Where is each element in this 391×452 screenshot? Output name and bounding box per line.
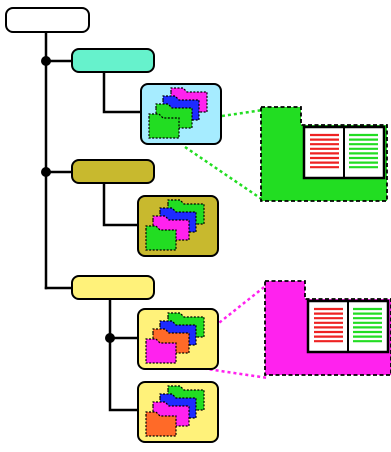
connector-magenta-top	[209, 283, 269, 331]
book-icon	[302, 125, 386, 180]
node-olive[interactable]	[71, 159, 155, 184]
thumbnail-yellow-2[interactable]	[137, 381, 219, 443]
junction-dot	[41, 167, 51, 177]
connector-green-top	[221, 108, 264, 118]
connector-green-bottom	[184, 145, 264, 202]
junction-dot	[105, 333, 115, 343]
thumbnail-teal[interactable]	[140, 83, 222, 145]
expanded-folder-green	[260, 106, 388, 202]
node-yellow[interactable]	[71, 275, 155, 300]
leaf-line-yellow	[108, 297, 140, 412]
node-teal[interactable]	[71, 48, 155, 73]
folder-front	[145, 338, 177, 364]
folder-front	[145, 411, 177, 437]
tree-lines	[44, 29, 142, 412]
book-icon	[306, 299, 390, 354]
node-root[interactable]	[5, 7, 90, 33]
folder-front	[148, 113, 180, 139]
thumbnail-yellow-1[interactable]	[137, 308, 219, 370]
folder-stack-icon	[145, 199, 205, 251]
folder-front	[145, 225, 177, 251]
leaf-line-teal	[102, 70, 142, 114]
thumbnail-olive[interactable]	[137, 195, 219, 257]
folder-stack-icon	[145, 312, 205, 364]
leaf-line-olive	[102, 181, 140, 227]
folder-stack-icon	[148, 87, 208, 139]
junction-dots	[41, 56, 115, 343]
folder-stack-icon	[145, 385, 205, 437]
expanded-folder-magenta	[264, 280, 391, 376]
junction-dot	[41, 56, 51, 66]
